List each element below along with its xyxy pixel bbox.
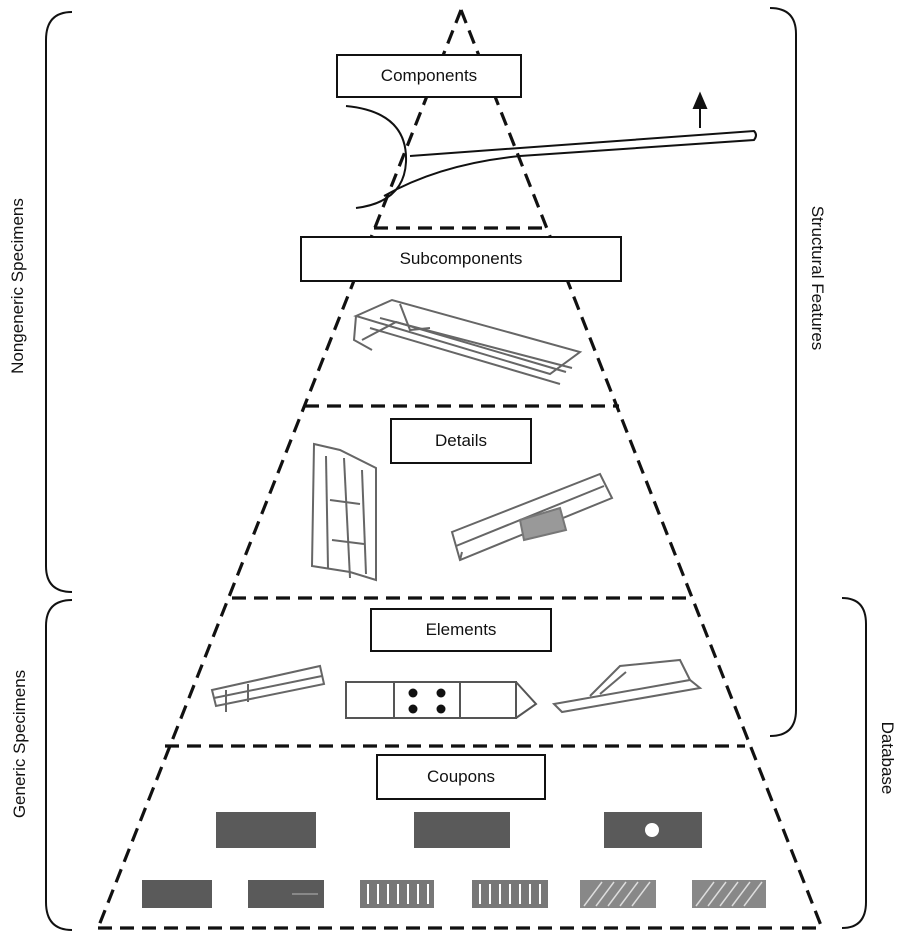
details-label: Details xyxy=(390,418,532,464)
coupons-label: Coupons xyxy=(376,754,546,800)
nongeneric-specimens-label: Nongeneric Specimens xyxy=(8,198,27,374)
generic-brace xyxy=(45,599,73,931)
database-brace xyxy=(841,597,867,929)
subcomponents-label: Subcomponents xyxy=(300,236,622,282)
structural-features-label: Structural Features xyxy=(808,205,827,351)
component-aircraft-sketch xyxy=(345,91,757,209)
detail-beam-sketch xyxy=(450,472,614,562)
subcomponent-panel-sketch xyxy=(352,298,583,385)
nongeneric-brace xyxy=(45,11,73,593)
database-label: Database xyxy=(878,721,897,795)
elements-label: Elements xyxy=(370,608,552,652)
pyramid-right-edge xyxy=(459,9,824,929)
pyramid-left-edge xyxy=(96,9,463,929)
coupon-large-2 xyxy=(414,812,510,848)
element-channel-sketch xyxy=(210,664,326,712)
coupon-small-5 xyxy=(580,880,656,908)
element-joint-specimen xyxy=(345,681,538,719)
coupon-small-1 xyxy=(142,880,212,908)
pyramid-outline xyxy=(96,9,824,930)
detail-frame-sketch xyxy=(310,442,377,582)
components-label: Components xyxy=(336,54,522,98)
coupon-small-row xyxy=(142,880,766,908)
coupon-large-row xyxy=(216,812,702,848)
coupon-hole xyxy=(645,823,659,837)
coupon-large-1 xyxy=(216,812,316,848)
element-stiffener-sketch xyxy=(551,658,703,714)
generic-specimens-label: Generic Specimens xyxy=(10,669,29,819)
structural-brace xyxy=(769,7,797,737)
